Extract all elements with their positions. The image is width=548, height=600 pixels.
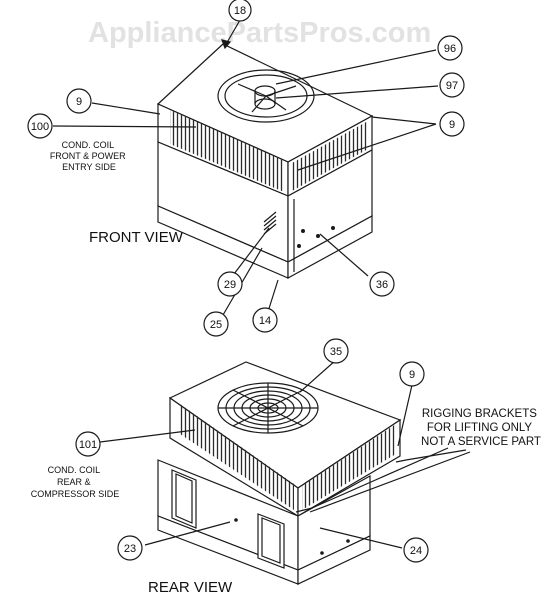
front-view-label: FRONT VIEW xyxy=(89,229,184,246)
front-coil-note-line: ENTRY SIDE xyxy=(62,162,116,172)
callout-97: 97 xyxy=(439,72,465,98)
svg-text:18: 18 xyxy=(234,5,246,17)
callout-18: 18 xyxy=(228,0,252,22)
callout-36: 36 xyxy=(369,271,395,297)
svg-text:9: 9 xyxy=(409,369,415,381)
callout-9-front-right: 9 xyxy=(439,111,465,137)
rear-coil-note-line: COND. COIL xyxy=(48,465,101,475)
front-coil-note-line: FRONT & POWER xyxy=(50,151,126,161)
svg-text:100: 100 xyxy=(31,121,49,133)
callout-29: 29 xyxy=(217,271,243,297)
rear-view-label: REAR VIEW xyxy=(148,579,233,596)
rear-fan-guard xyxy=(217,382,319,434)
leader-lines xyxy=(52,19,471,549)
svg-text:97: 97 xyxy=(446,80,458,92)
rear-access-opening-left xyxy=(171,469,197,529)
rigging-bracket xyxy=(395,459,407,463)
front-coil-note-line: COND. COIL xyxy=(62,140,115,150)
rigging-bracket xyxy=(295,507,313,513)
rear-access-opening-right xyxy=(257,513,285,569)
callout-23: 23 xyxy=(117,535,143,561)
svg-text:101: 101 xyxy=(79,439,97,451)
callout-24: 24 xyxy=(403,537,429,563)
front-fan-opening xyxy=(217,69,315,123)
front-unit xyxy=(156,43,374,280)
svg-text:29: 29 xyxy=(224,279,236,291)
front-fan-blade xyxy=(237,83,297,113)
callout-101: 101 xyxy=(75,431,101,457)
watermark: AppliancePartsPros.com xyxy=(88,17,431,49)
callout-25: 25 xyxy=(203,311,229,337)
svg-text:23: 23 xyxy=(124,543,136,555)
callout-14: 14 xyxy=(252,307,278,333)
rear-coil-note-line: COMPRESSOR SIDE xyxy=(31,489,120,499)
svg-text:35: 35 xyxy=(330,346,342,358)
svg-text:9: 9 xyxy=(449,119,455,131)
svg-text:24: 24 xyxy=(410,545,422,557)
callout-100: 100 xyxy=(27,113,53,139)
svg-text:96: 96 xyxy=(444,43,456,55)
rigging-note-line: RIGGING BRACKETS xyxy=(422,408,537,420)
callout-9-rear: 9 xyxy=(399,361,425,387)
front-coil-note: COND. COIL FRONT & POWER ENTRY SIDE xyxy=(50,140,128,172)
rigging-note: RIGGING BRACKETS FOR LIFTING ONLY NOT A … xyxy=(421,408,541,448)
rear-unit xyxy=(157,361,407,585)
callout-9-front-left: 9 xyxy=(66,88,92,114)
callout-35: 35 xyxy=(323,338,349,364)
svg-text:36: 36 xyxy=(376,279,388,291)
svg-text:14: 14 xyxy=(259,315,271,327)
svg-text:25: 25 xyxy=(210,319,222,331)
rigging-note-line: FOR LIFTING ONLY xyxy=(427,422,533,434)
rear-coil-note-line: REAR & xyxy=(57,477,91,487)
svg-text:9: 9 xyxy=(76,96,82,108)
rear-coil-note: COND. COIL REAR & COMPRESSOR SIDE xyxy=(31,465,120,499)
rigging-note-line: NOT A SERVICE PART xyxy=(421,436,541,448)
callout-96: 96 xyxy=(437,35,463,61)
